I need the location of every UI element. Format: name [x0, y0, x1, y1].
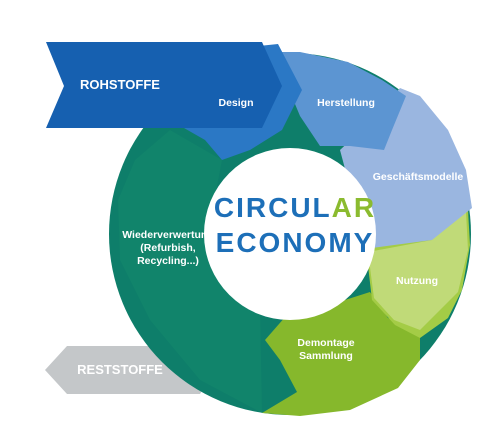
center-title-line2: ECONOMY [216, 227, 375, 258]
refurbish-label: (Refurbish, [140, 242, 196, 254]
demontage-segment [262, 292, 420, 416]
center-title-line1-blue: CIRCUL [214, 192, 332, 223]
recycling-label: Recycling...) [137, 255, 199, 267]
nutzung-label: Nutzung [396, 275, 438, 287]
center-title-line1: CIRCULAR [214, 192, 376, 223]
herstellung-segment [275, 52, 406, 150]
demontage-label: Demontage [297, 337, 354, 349]
sammlung-label: Sammlung [299, 350, 353, 362]
rohstoffe-arrow [46, 42, 282, 128]
wiederverwertung-shade [118, 130, 262, 413]
center-circle [204, 148, 376, 320]
geschaeftsmodelle-label: Geschäftsmodelle [373, 171, 464, 183]
center-title-line1-green: AR [332, 192, 376, 223]
herstellung-label: Herstellung [317, 97, 375, 109]
design-label: Design [218, 97, 253, 109]
nutzung-inner [368, 212, 468, 330]
center-title-line2-blue: ECONOMY [216, 227, 375, 258]
reststoffe-label: RESTSTOFFE [77, 362, 163, 377]
wiederverwertung-label: Wiederverwertung [122, 229, 214, 241]
rohstoffe-label: ROHSTOFFE [80, 77, 160, 92]
